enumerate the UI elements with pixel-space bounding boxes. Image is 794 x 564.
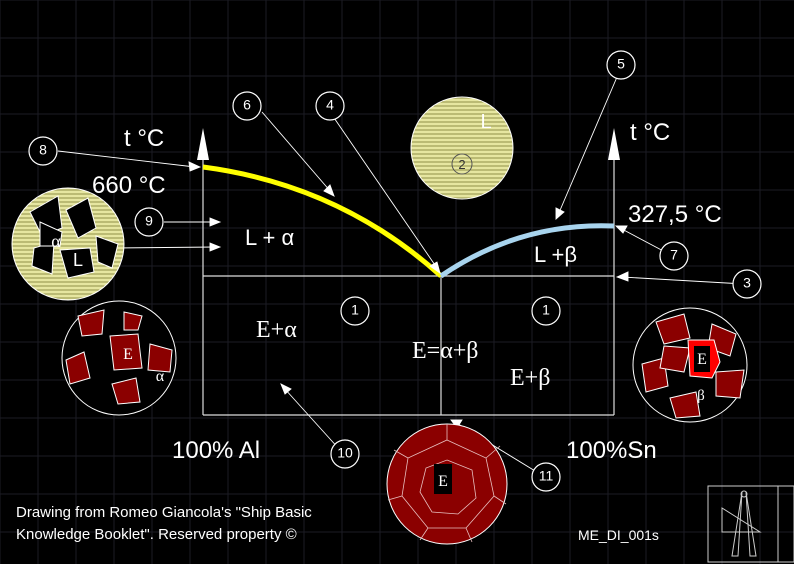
liquidus-sn-curve (439, 223, 615, 279)
e-alpha-e-label: E (123, 346, 133, 363)
callouts (28, 50, 762, 492)
region-eutectic: E=α+β (412, 338, 479, 364)
callout-11-text: 11 (539, 468, 554, 484)
region-e-alpha: E+α (256, 317, 297, 343)
callout-9-text: 9 (145, 213, 153, 229)
drafting-logo (707, 485, 794, 563)
credit-line-1: Drawing from Romeo Giancola's "Ship Basi… (16, 504, 312, 521)
composition-sn: 100%Sn (566, 437, 657, 464)
e-alpha-alpha-label: α (156, 368, 165, 385)
callout-5-text: 5 (617, 56, 625, 72)
callout-4-text: 4 (326, 97, 334, 113)
callout-1-left (340, 296, 370, 326)
callout-3 (732, 269, 762, 299)
eutectic-e-label: E (438, 473, 448, 490)
callout-8 (28, 136, 58, 166)
callout-6 (232, 91, 262, 121)
callout-1-left-text: 1 (351, 302, 359, 318)
leader-lines (57, 69, 745, 475)
eutectic-grain-circle: E (386, 423, 508, 545)
alpha-label: α (51, 231, 61, 251)
composition-al: 100% Al (172, 437, 260, 464)
e-alpha-grain-circle: E α (61, 300, 177, 416)
callout-6-text: 6 (243, 97, 251, 113)
callout-4 (315, 91, 345, 121)
liquid-circle-number: 2 (458, 157, 465, 172)
drawing-code: ME_DI_001s (578, 527, 659, 543)
liquidus-al-curve (202, 164, 443, 278)
callout-5 (606, 50, 636, 80)
e-beta-beta-label: β (697, 388, 705, 404)
callout-11 (531, 462, 561, 492)
callout-10-text: 10 (337, 445, 353, 461)
left-axis-arrow (197, 128, 209, 160)
sn-melting-point: 327,5 °C (628, 201, 722, 228)
liquid-label: L (73, 250, 83, 270)
right-axis-arrow (608, 128, 620, 160)
callout-9 (134, 207, 164, 237)
al-melting-point: 660 °C (92, 172, 166, 199)
callout-3-text: 3 (743, 275, 751, 291)
e-beta-grain-circle: E β (632, 307, 748, 423)
callout-8-text: 8 (39, 142, 47, 158)
callout-7-text: 7 (670, 247, 678, 263)
right-temp-axis-label: t °C (630, 119, 670, 146)
callout-1-right (531, 296, 561, 326)
region-l-beta: L +β (534, 242, 577, 267)
region-e-beta: E+β (510, 365, 550, 391)
alpha-liquid-grain-circle: α L (11, 187, 125, 301)
credit-line-2: Knowledge Booklet". Reserved property © (16, 526, 297, 543)
liquid-grain-circle: L 2 (410, 96, 514, 200)
callout-1-right-text: 1 (542, 302, 550, 318)
callout-10 (330, 439, 360, 469)
liquid-circle-label: L (480, 111, 491, 133)
region-l-alpha: L + α (245, 225, 294, 250)
left-temp-axis-label: t °C (124, 125, 164, 152)
callout-7 (659, 241, 689, 271)
e-beta-e-label: E (697, 351, 707, 368)
diagram-frame (202, 160, 615, 416)
